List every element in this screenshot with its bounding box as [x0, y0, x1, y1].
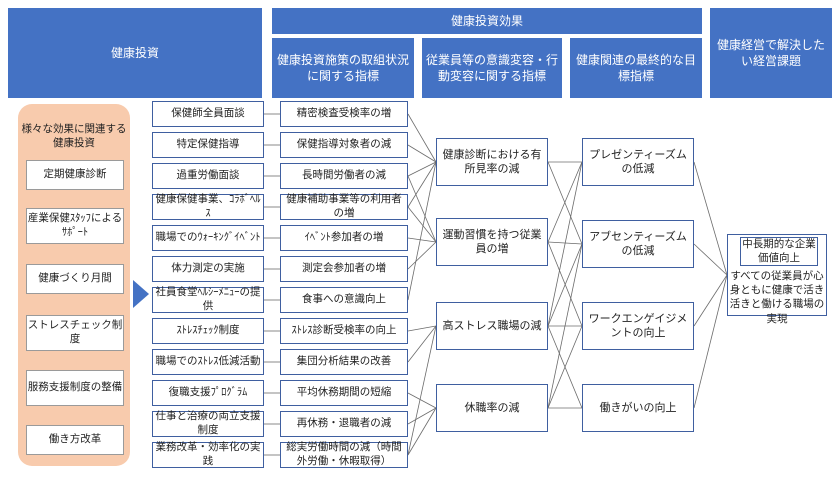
connector-line — [407, 161, 437, 177]
measure-indicator-item: 平均休務期間の短縮 — [280, 380, 408, 406]
connector-line — [547, 243, 583, 409]
connector-line — [407, 161, 437, 208]
header-shisaku-shihyo: 健康投資施策の取組状況に関する指標 — [272, 38, 414, 98]
connector-line — [693, 243, 728, 276]
header-keiei-kadai: 健康経営で解決したい経営課題 — [710, 8, 832, 98]
header-kenko-toshi: 健康投資 — [8, 8, 262, 98]
behavior-indicator-kyushokuritsu: 休職率の減 — [436, 384, 548, 432]
management-goal-box: 中長期的な企業価値向上 すべての従業員が心身ともに健康で活き活きと働ける職場の実… — [727, 234, 827, 325]
connector-line — [547, 161, 583, 327]
management-goal-body: すべての従業員が心身ともに健康で活き活きと働ける職場の実現 — [729, 270, 825, 325]
final-indicator-presenteeism: プレゼンティーズムの低減 — [582, 138, 694, 186]
measure-item: 職場でのｳｫｰｷﾝｸﾞｲﾍﾞﾝﾄ — [152, 225, 264, 251]
measure-indicator-item: 精密検査受検率の増 — [280, 101, 408, 127]
connector-line — [407, 325, 437, 363]
measure-item: 復職支援ﾌﾟﾛｸﾞﾗﾑ — [152, 380, 264, 406]
connector-line — [407, 407, 437, 425]
left-item-teiki-kenshin: 定期健康診断 — [26, 160, 124, 190]
final-indicator-hatarakigai: 働きがいの向上 — [582, 384, 694, 432]
left-item-fukumu-shien: 服務支援制度の整備 — [26, 370, 124, 406]
header-kenko-toshi-koka: 健康投資効果 — [272, 8, 702, 34]
connector-line — [407, 392, 437, 409]
measure-indicator-item: 長時間労働者の減 — [280, 163, 408, 189]
connector-line — [407, 325, 437, 456]
management-goal-title: 中長期的な企業価値向上 — [740, 237, 818, 267]
connector-line — [407, 206, 437, 243]
connector-line — [407, 175, 437, 243]
connector-line — [407, 113, 437, 163]
measure-item: 仕事と治療の両立支援制度 — [152, 410, 264, 437]
measure-indicator-item: ｽﾄﾚｽ診断受検率の向上 — [280, 318, 408, 344]
measure-item: 職場でのｽﾄﾚｽ低減活動 — [152, 349, 264, 375]
final-indicator-work-engagement: ワークエンゲイジメントの向上 — [582, 302, 694, 350]
measure-indicator-item: 測定会参加者の増 — [280, 256, 408, 282]
connector-line — [547, 325, 583, 409]
header-mokuhyo-shihyo: 健康関連の最終的な目標指標 — [570, 38, 702, 98]
left-item-hatarakikata: 働き方改革 — [26, 425, 124, 455]
left-item-sangyo-hoken: 産業保健ｽﾀｯﾌによるｻﾎﾟｰﾄ — [26, 208, 124, 244]
left-panel-title: 様々な効果に関連する健康投資 — [21, 123, 127, 150]
measure-item: 体力測定の実施 — [152, 256, 264, 282]
header-ishiki-shihyo: 従業員等の意識変容・行動変容に関する指標 — [422, 38, 562, 98]
measure-item: 特定保健指導 — [152, 132, 264, 158]
measure-indicator-item: 総実労働時間の減（時間外労働・休暇取得） — [280, 441, 408, 468]
connector-line — [407, 237, 437, 243]
measure-indicator-item: 健康補助事業等の利用者の増 — [280, 193, 408, 220]
left-item-stress-check: ストレスチェック制度 — [26, 315, 124, 351]
connector-line — [547, 161, 583, 243]
connector-line — [693, 274, 728, 327]
connector-line — [407, 161, 437, 301]
measure-indicator-item: 集団分析結果の改善 — [280, 349, 408, 375]
measure-item: 保健師全員面談 — [152, 101, 264, 127]
measure-item: 業務改革・効率化の実践 — [152, 441, 264, 468]
connector-line — [407, 325, 437, 332]
measure-indicator-item: 保健指導対象者の減 — [280, 132, 408, 158]
final-indicator-absenteeism: アブセンティーズムの低減 — [582, 220, 694, 268]
measure-indicator-item: 食事への意識向上 — [280, 287, 408, 313]
connector-line — [693, 274, 728, 409]
behavior-indicator-yushoken: 健康診断における有所見率の減 — [436, 138, 548, 186]
connector-line — [693, 161, 728, 276]
measure-item: 社員食堂ﾍﾙｼｰﾒﾆｭｰの提供 — [152, 286, 264, 313]
left-item-kenko-zukuri: 健康づくり月間 — [26, 264, 124, 294]
connector-line — [407, 407, 437, 456]
behavior-indicator-undo-shukan: 運動習慣を持つ従業員の増 — [436, 218, 548, 266]
measure-item: ｽﾄﾚｽﾁｪｯｸ制度 — [152, 318, 264, 344]
measure-item: 過重労働面談 — [152, 163, 264, 189]
connector-line — [407, 241, 437, 270]
measure-item: 健康保健事業、ｺﾗﾎﾞﾍﾙｽ — [152, 193, 264, 220]
measure-indicator-item: ｲﾍﾞﾝﾄ参加者の増 — [280, 225, 408, 251]
behavior-indicator-high-stress: 高ストレス職場の減 — [436, 302, 548, 350]
connector-line — [547, 243, 583, 327]
connector-line — [407, 144, 437, 163]
right-arrow-icon — [133, 280, 149, 308]
measure-indicator-item: 再休務・退職者の減 — [280, 411, 408, 437]
